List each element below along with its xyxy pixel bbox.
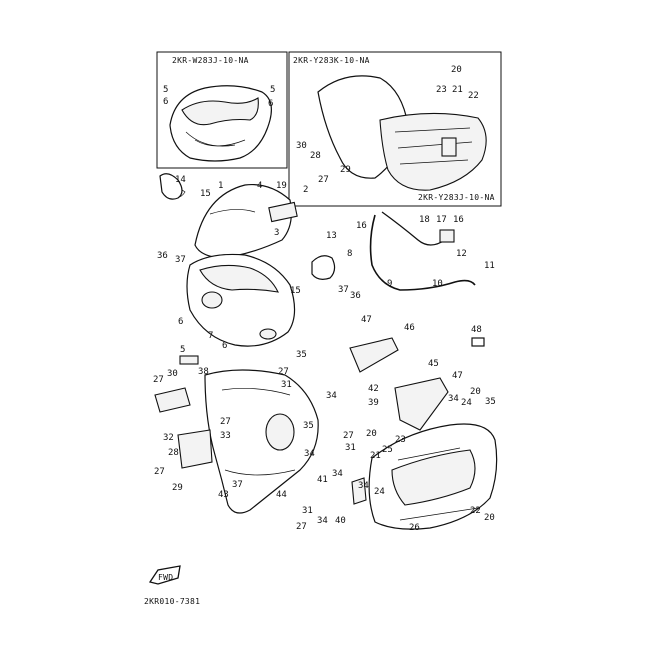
label-6: 6 bbox=[178, 317, 183, 327]
label-20: 20 bbox=[451, 65, 462, 75]
label-9: 9 bbox=[387, 279, 392, 289]
label-16: 16 bbox=[356, 221, 367, 231]
label-39: 39 bbox=[368, 398, 379, 408]
label-38: 38 bbox=[198, 367, 209, 377]
label-16: 16 bbox=[453, 215, 464, 225]
drawing-code: 2KR010-7381 bbox=[144, 597, 200, 606]
label-32: 32 bbox=[163, 433, 174, 443]
label-37: 37 bbox=[175, 255, 186, 265]
label-34: 34 bbox=[326, 391, 337, 401]
label-34: 34 bbox=[304, 449, 315, 459]
label-36: 36 bbox=[157, 251, 168, 261]
middle-panels: 47 46 48 35 45 47 42 34 39 20 34 24 35 bbox=[296, 315, 496, 431]
label-44: 44 bbox=[276, 490, 287, 500]
label-23: 23 bbox=[395, 435, 406, 445]
label-27: 27 bbox=[220, 417, 231, 427]
label-5: 5 bbox=[180, 345, 185, 355]
label-31: 31 bbox=[281, 380, 292, 390]
label-37: 37 bbox=[232, 480, 243, 490]
label-30: 30 bbox=[296, 141, 307, 151]
label-27: 27 bbox=[343, 431, 354, 441]
inset-right-sub-code: 2KR-Y283J-10-NA bbox=[418, 193, 495, 202]
label-22: 22 bbox=[468, 91, 479, 101]
cowling-stay: 16 8 18 17 16 12 11 9 10 bbox=[347, 211, 495, 291]
label-18: 18 bbox=[419, 215, 430, 225]
lower-cowling-right: 27 31 20 23 25 21 34 34 41 34 24 34 40 2… bbox=[304, 423, 498, 533]
label-15: 15 bbox=[290, 286, 301, 296]
fwd-arrow: FWD bbox=[148, 565, 181, 585]
label-29: 29 bbox=[172, 483, 183, 493]
label-20: 20 bbox=[484, 513, 495, 523]
lower-cowling-left: 27 30 38 27 31 27 33 32 28 27 29 37 43 4… bbox=[153, 355, 319, 532]
label-29: 29 bbox=[340, 165, 351, 175]
inset-right-code: 2KR-Y283K-10-NA bbox=[293, 56, 370, 65]
inset-left: 2KR-W283J-10-NA 5 6 5 6 bbox=[156, 51, 288, 169]
label-40: 40 bbox=[335, 516, 346, 526]
label-43: 43 bbox=[218, 490, 229, 500]
label-42: 42 bbox=[368, 384, 379, 394]
label-6: 6 bbox=[163, 97, 168, 107]
label-3: 3 bbox=[274, 228, 279, 238]
label-27: 27 bbox=[278, 367, 289, 377]
label-47: 47 bbox=[452, 371, 463, 381]
label-31: 31 bbox=[345, 443, 356, 453]
label-20: 20 bbox=[366, 429, 377, 439]
label-48: 48 bbox=[471, 325, 482, 335]
label-34: 34 bbox=[448, 394, 459, 404]
label-5: 5 bbox=[163, 85, 168, 95]
label-25: 25 bbox=[382, 445, 393, 455]
label-13: 13 bbox=[326, 231, 337, 241]
label-26: 26 bbox=[409, 523, 420, 533]
label-47: 47 bbox=[361, 315, 372, 325]
label-27: 27 bbox=[154, 467, 165, 477]
label-36: 36 bbox=[350, 291, 361, 301]
label-27: 27 bbox=[318, 175, 329, 185]
fwd-label: FWD bbox=[158, 573, 173, 582]
label-45: 45 bbox=[428, 359, 439, 369]
label-46: 46 bbox=[404, 323, 415, 333]
label-10: 10 bbox=[432, 279, 443, 289]
label-7: 7 bbox=[208, 331, 213, 341]
label-19: 19 bbox=[276, 181, 287, 191]
label-27: 27 bbox=[153, 375, 164, 385]
label-21: 21 bbox=[452, 85, 463, 95]
label-21: 21 bbox=[370, 451, 381, 461]
label-4: 4 bbox=[257, 181, 262, 191]
label-28: 28 bbox=[310, 151, 321, 161]
label-14: 14 bbox=[175, 175, 186, 185]
label-28: 28 bbox=[168, 448, 179, 458]
label-34: 34 bbox=[332, 469, 343, 479]
label-24: 24 bbox=[461, 398, 472, 408]
label-33: 33 bbox=[220, 431, 231, 441]
label-6: 6 bbox=[268, 99, 273, 109]
label-12: 12 bbox=[456, 249, 467, 259]
label-30: 30 bbox=[167, 369, 178, 379]
windshield-assembly: 1 4 19 2 14 15 3 13 15 36 37 37 36 6 7 5… bbox=[157, 173, 361, 355]
label-34: 34 bbox=[358, 481, 369, 491]
label-37: 37 bbox=[338, 285, 349, 295]
label-34: 34 bbox=[317, 516, 328, 526]
label-2: 2 bbox=[303, 185, 308, 195]
label-35: 35 bbox=[303, 421, 314, 431]
label-23: 23 bbox=[436, 85, 447, 95]
label-20: 20 bbox=[470, 387, 481, 397]
label-8: 8 bbox=[347, 249, 352, 259]
label-17: 17 bbox=[436, 215, 447, 225]
inset-right: 2KR-Y283K-10-NA 2KR-Y283J-10-NA 20 23 21… bbox=[288, 51, 502, 207]
label-24: 24 bbox=[374, 487, 385, 497]
label-35: 35 bbox=[296, 350, 307, 360]
label-22: 22 bbox=[470, 506, 481, 516]
label-6: 6 bbox=[222, 341, 227, 351]
label-15: 15 bbox=[200, 189, 211, 199]
inset-left-code: 2KR-W283J-10-NA bbox=[172, 56, 249, 65]
label-5: 5 bbox=[270, 85, 275, 95]
label-35: 35 bbox=[485, 397, 496, 407]
label-27: 27 bbox=[296, 522, 307, 532]
label-31: 31 bbox=[302, 506, 313, 516]
label-1: 1 bbox=[218, 181, 223, 191]
label-11: 11 bbox=[484, 261, 495, 271]
label-41: 41 bbox=[317, 475, 328, 485]
